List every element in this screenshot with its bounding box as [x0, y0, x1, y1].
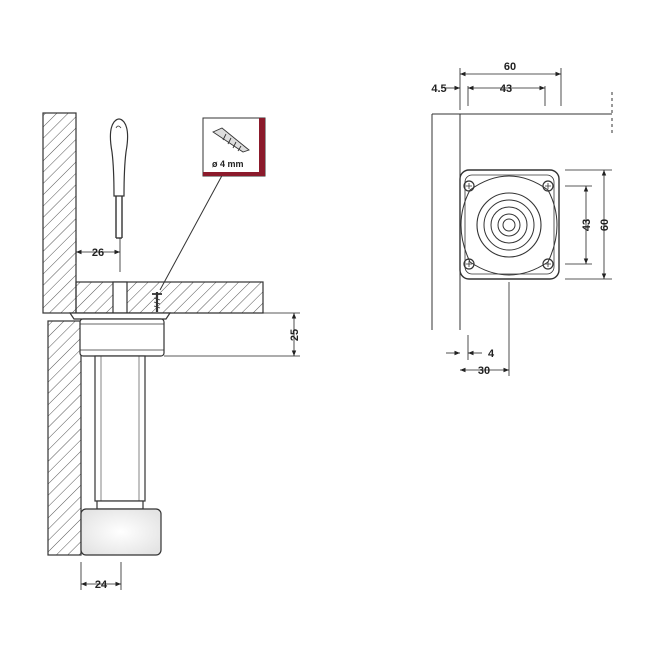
- mounting-plate: [459, 169, 560, 280]
- plate-screw-holes: [463, 180, 554, 270]
- screwdriver-icon: [109, 118, 129, 239]
- leg-mounting-cup: [68, 312, 172, 357]
- plan-view: [431, 92, 613, 330]
- leg-tube: [94, 355, 146, 510]
- screw-icon: [152, 292, 162, 312]
- plinth-wall: [47, 320, 82, 556]
- screw-callout-icon: [212, 127, 250, 153]
- dim-leg-offset: 24: [95, 579, 108, 591]
- cabinet-wall-upper: [42, 112, 77, 314]
- dim-inner-width: 43: [500, 83, 512, 95]
- dim-center: 30: [478, 365, 490, 377]
- dim-inner-height: 43: [581, 219, 593, 231]
- dim-overall-height: 60: [599, 219, 611, 231]
- side-view: [42, 112, 264, 556]
- dim-edge-offset: 4.5: [431, 83, 446, 95]
- cabinet-base-panel: [75, 281, 264, 314]
- screw-callout-box: ø 4 mm: [202, 117, 266, 177]
- dim-overall-width: 60: [504, 61, 516, 73]
- side-view-dimensions: [75, 238, 300, 590]
- screw-leader-line: [159, 169, 226, 291]
- dim-height: 25: [289, 329, 301, 341]
- leg-foot: [80, 508, 162, 556]
- screw-size-label: ø 4 mm: [212, 159, 244, 169]
- dim-bore-offset: 26: [92, 247, 104, 259]
- dim-bottom-offset: 4: [488, 348, 495, 360]
- plan-view-dimensions: [446, 68, 612, 376]
